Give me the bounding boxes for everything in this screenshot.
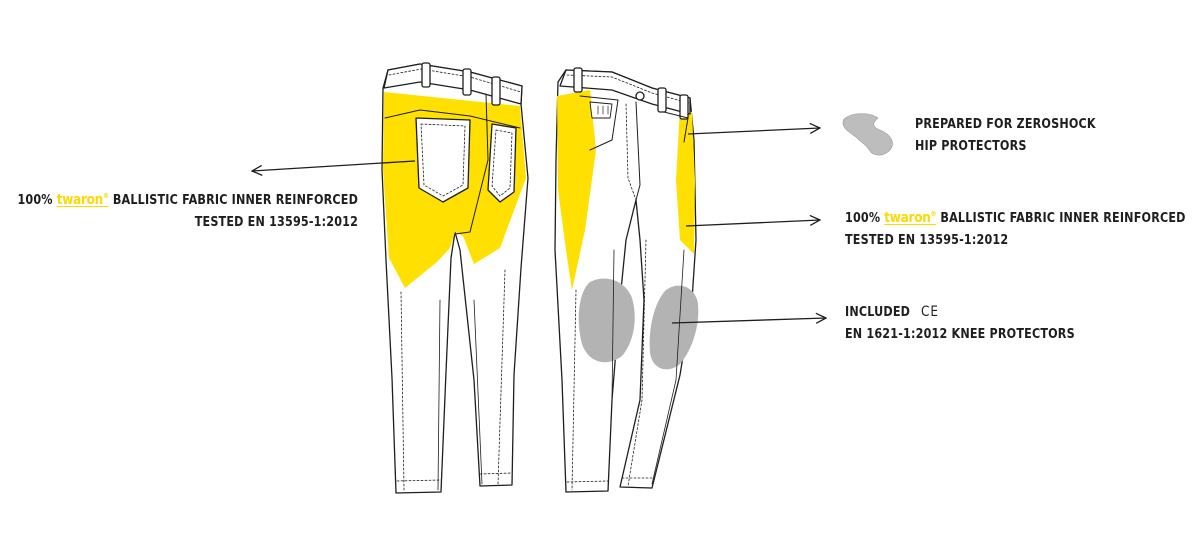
twaron-brand: twaron® — [884, 210, 936, 226]
back-belt-loop — [462, 68, 472, 96]
fabric-description: BALLISTIC FABRIC INNER REINFORCED — [940, 211, 1186, 226]
twaron-registered-mark: ® — [930, 210, 937, 218]
label-knee: INCLUDED CE EN 1621-1:2012 KNEE PROTECTO… — [845, 301, 1075, 346]
arrow-right-fabric — [685, 220, 820, 227]
label-knee-line1: INCLUDED CE — [845, 301, 1075, 324]
twaron-brand-text: twaron — [884, 210, 931, 226]
arrow-hip — [687, 128, 820, 135]
front-belt-loop — [573, 67, 583, 93]
fabric-test-standard: TESTED EN 13595-1:2012 — [194, 215, 358, 230]
hip-protector-icon — [842, 113, 893, 156]
fabric-percent: 100% — [17, 193, 53, 208]
front-view-jeans — [554, 67, 699, 493]
label-left-fabric: 100% twaron® BALLISTIC FABRIC INNER REIN… — [17, 185, 358, 234]
twaron-brand-text: twaron — [56, 192, 103, 208]
front-view-reinforcement-right — [676, 108, 695, 254]
label-left-fabric-line1: 100% twaron® BALLISTIC FABRIC INNER REIN… — [17, 185, 358, 212]
arrow-knee — [671, 318, 826, 323]
front-view-reinforcement-left — [557, 90, 596, 290]
back-belt-loop — [491, 76, 501, 106]
knee-included-text: INCLUDED — [845, 305, 911, 320]
front-button — [635, 91, 645, 101]
back-pocket-left — [415, 117, 471, 203]
back-view-jeans — [381, 62, 529, 494]
front-belt-loop — [657, 87, 667, 113]
twaron-registered-mark: ® — [102, 192, 109, 200]
fabric-percent: 100% — [845, 211, 881, 226]
twaron-brand: twaron® — [57, 192, 109, 208]
back-pocket-right — [487, 123, 517, 203]
label-hip: PREPARED FOR ZEROSHOCK HIP PROTECTORS — [915, 114, 1096, 158]
front-belt-loop — [679, 94, 689, 120]
back-belt-loop — [421, 62, 431, 88]
ce-mark-icon: CE — [921, 304, 939, 320]
fabric-test-standard: TESTED EN 13595-1:2012 — [845, 233, 1009, 248]
front-pocket — [579, 95, 619, 151]
knee-protector-standard: EN 1621-1:2012 KNEE PROTECTORS — [845, 327, 1075, 342]
label-right-fabric-line1: 100% twaron® BALLISTIC FABRIC INNER REIN… — [845, 203, 1186, 230]
callout-arrows — [252, 128, 826, 323]
arrow-left-fabric — [252, 160, 416, 171]
knee-pad-left — [578, 278, 635, 363]
knee-pad-right — [649, 285, 699, 370]
hip-label-line2: HIP PROTECTORS — [915, 139, 1027, 154]
label-right-fabric: 100% twaron® BALLISTIC FABRIC INNER REIN… — [845, 203, 1186, 252]
back-view-waistband — [383, 63, 523, 105]
hip-label-line1: PREPARED FOR ZEROSHOCK — [915, 117, 1096, 132]
fabric-description: BALLISTIC FABRIC INNER REINFORCED — [112, 193, 358, 208]
